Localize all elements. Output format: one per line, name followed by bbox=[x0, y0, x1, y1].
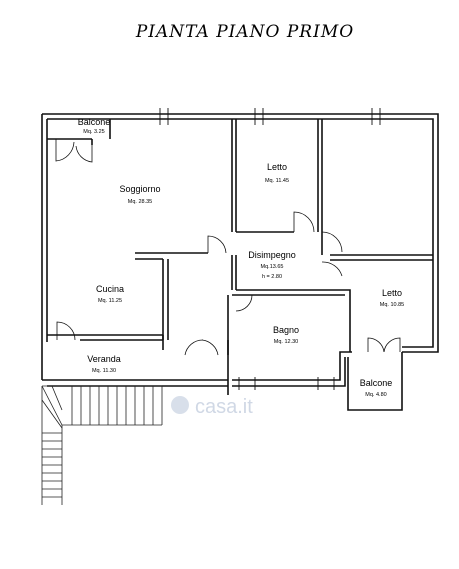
room-area: Mq. 28.35 bbox=[128, 199, 152, 205]
room-balcone-1: Balcone Mq. 3.25 bbox=[78, 117, 111, 135]
room-name: Bagno bbox=[273, 325, 299, 335]
room-name: Disimpegno bbox=[248, 250, 296, 260]
room-veranda: Veranda Mq. 11.30 bbox=[87, 354, 121, 374]
room-name: Cucina bbox=[96, 284, 124, 294]
room-cucina: Cucina Mq. 11.25 bbox=[96, 284, 124, 304]
room-name: Veranda bbox=[87, 354, 121, 364]
room-soggiorno: Soggiorno Mq. 28.35 bbox=[119, 184, 160, 205]
watermark: casa.it bbox=[171, 396, 253, 418]
room-name: Soggiorno bbox=[119, 184, 160, 194]
room-area: Mq. 11.25 bbox=[98, 298, 122, 304]
room-area: Mq. 11.45 bbox=[265, 178, 289, 184]
room-name: Balcone bbox=[360, 378, 393, 388]
room-bagno: Bagno Mq. 12.30 bbox=[273, 325, 299, 345]
stair-step bbox=[51, 385, 63, 411]
windows bbox=[159, 108, 381, 390]
room-area: Mq. 11.30 bbox=[92, 368, 116, 374]
room-name: Letto bbox=[267, 162, 287, 172]
plan-title: PIANTA PIANO PRIMO bbox=[135, 22, 354, 42]
room-height: h = 2.80 bbox=[262, 274, 282, 280]
room-area: Mq.13.65 bbox=[261, 264, 284, 270]
room-disimpegno: Disimpegno Mq.13.65 h = 2.80 bbox=[248, 250, 296, 280]
watermark-text: casa.it bbox=[195, 396, 253, 418]
staircase bbox=[41, 385, 163, 505]
room-letto-1: Letto Mq. 11.45 bbox=[265, 162, 289, 184]
stair-step bbox=[41, 399, 63, 429]
stair-step bbox=[41, 385, 63, 426]
outer-walls bbox=[41, 113, 439, 411]
room-name: Balcone bbox=[78, 117, 111, 127]
room-area: Mq. 4.80 bbox=[365, 392, 386, 398]
interior-walls bbox=[47, 119, 433, 355]
room-area: Mq. 12.30 bbox=[274, 339, 298, 345]
room-letto-2: Letto Mq. 10.85 bbox=[380, 288, 404, 308]
room-name: Letto bbox=[382, 288, 402, 298]
room-area: Mq. 10.85 bbox=[380, 302, 404, 308]
room-balcone-2: Balcone Mq. 4.80 bbox=[360, 378, 393, 398]
doors bbox=[55, 139, 401, 356]
room-area: Mq. 3.25 bbox=[83, 129, 104, 135]
